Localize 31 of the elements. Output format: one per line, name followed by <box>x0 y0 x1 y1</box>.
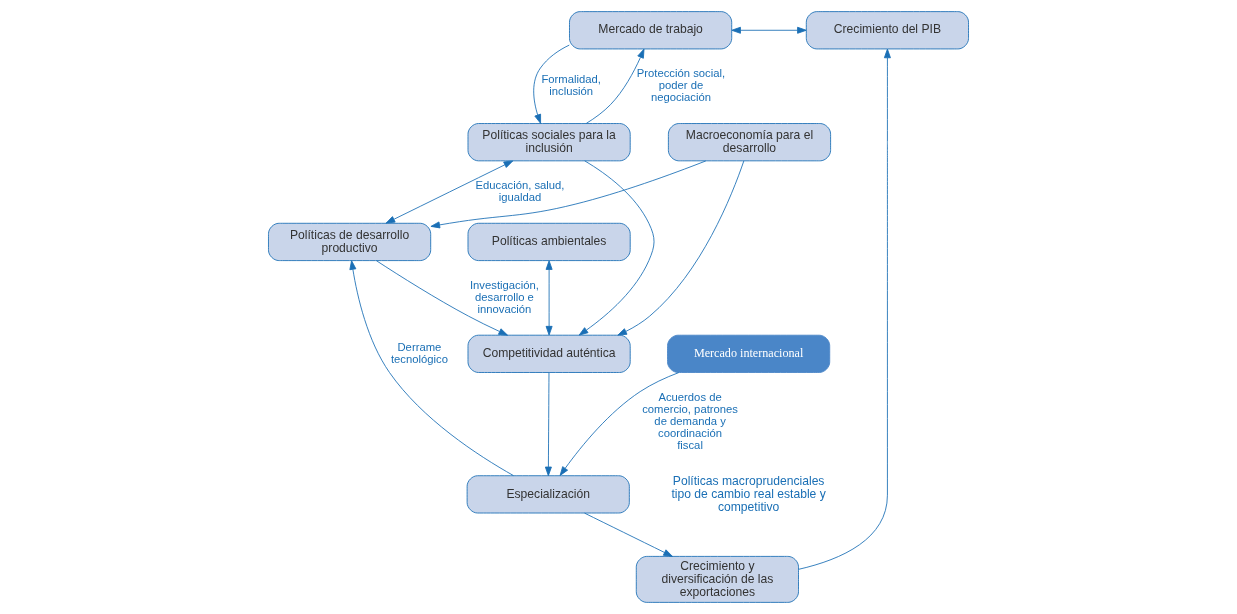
arrow <box>385 160 514 224</box>
arrow <box>798 48 891 570</box>
edge-label: Protección social, poder de negociación <box>636 67 726 104</box>
node-box: Crecimiento y diversificación de las exportaciones <box>635 555 799 603</box>
arrow <box>375 260 508 336</box>
node-box: Macroeconomía para el desarrollo <box>667 123 832 162</box>
arrow <box>430 160 707 229</box>
node-box: Mercado de trabajo <box>569 11 733 50</box>
arrow <box>578 160 655 336</box>
node-box: Competitividad auténtica <box>467 334 631 373</box>
edge-label: Educación, salud, igualdad <box>475 178 565 204</box>
node-box: Crecimiento del PIB <box>805 11 969 50</box>
arrow <box>731 26 807 34</box>
node-box: Políticas ambientales <box>467 222 631 262</box>
label: Políticas macroprudenciales tipo de cambio real estable y competitivo <box>671 473 826 514</box>
arrow <box>617 160 745 336</box>
node-box: Políticas sociales para la inclusión <box>467 123 631 162</box>
arrow <box>545 260 553 336</box>
node-box: Mercado internacional <box>667 334 831 373</box>
edge-label: Derrame tecnológico <box>390 340 448 365</box>
node-box: Especialización <box>466 475 630 514</box>
arrow <box>349 260 514 476</box>
edge-label: Investigación, desarrollo e innovación <box>469 278 539 315</box>
arrow <box>544 372 552 477</box>
edge-label: Formalidad, inclusión <box>541 73 601 98</box>
arrow <box>533 44 570 124</box>
arrow <box>584 512 673 557</box>
node-box: Políticas de desarrollo productivo <box>268 222 432 262</box>
arrow <box>585 48 645 124</box>
arrow <box>559 372 680 476</box>
edge-label: Acuerdos de comercio, patrones de demanda y coordinación fiscal <box>642 390 738 452</box>
